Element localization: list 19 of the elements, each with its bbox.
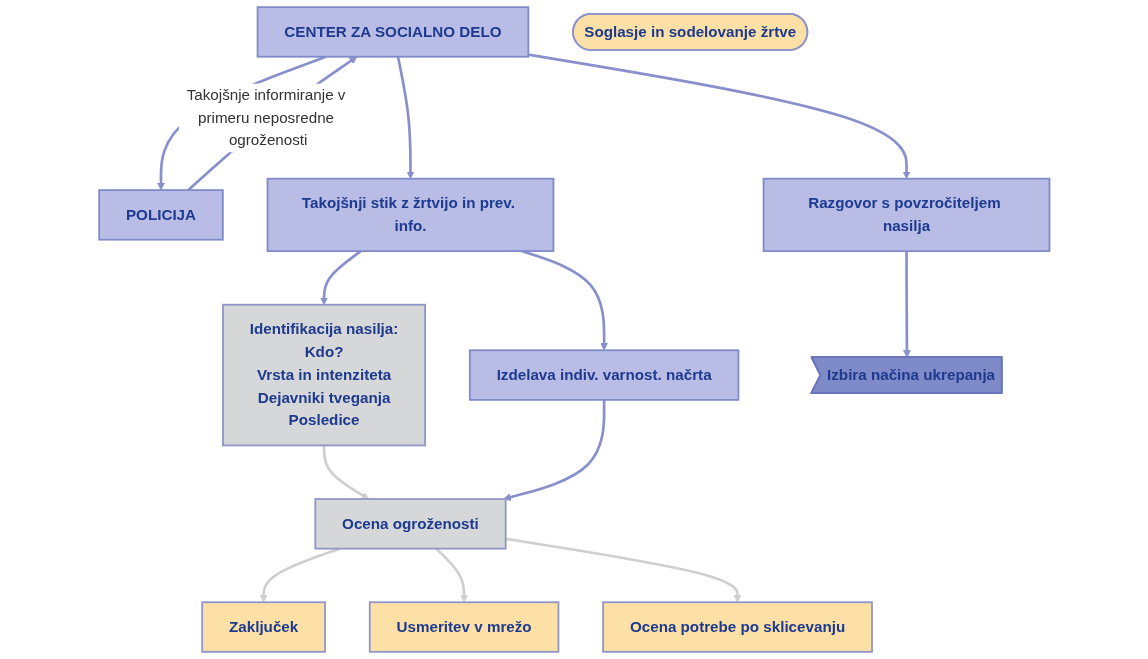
arrow bbox=[505, 537, 742, 603]
arrow bbox=[435, 547, 468, 603]
node-box: Identifikacija nasilja: Kdo? Vrsta in intenziteta Dejavniki tveganja Posledice bbox=[221, 303, 426, 447]
arrow bbox=[319, 250, 362, 306]
node-box: Usmeritev v mrežo bbox=[368, 601, 559, 653]
node-box: Ocena ogroženosti bbox=[314, 498, 507, 550]
arrow bbox=[259, 547, 341, 603]
node-box: POLICIJA bbox=[97, 189, 224, 241]
node-box: Izdelava indiv. varnost. načrta bbox=[468, 349, 739, 401]
node-box: Razgovor s povzročiteljem nasilja bbox=[762, 177, 1051, 252]
arrow bbox=[527, 53, 911, 180]
node-box: CENTER ZA SOCIALNO DELO bbox=[256, 6, 529, 58]
arrow bbox=[396, 56, 415, 180]
edge-label: Takojšnje informiranje v primeru neposredne ogroženosti bbox=[186, 86, 346, 149]
arrow bbox=[322, 445, 369, 500]
arrow bbox=[502, 399, 606, 501]
node-box: Zaključek bbox=[200, 601, 326, 653]
node-box: Takojšnji stik z žrtvijo in prev. info. bbox=[266, 177, 554, 252]
node-box: Ocena potrebe po sklicevanju bbox=[601, 601, 873, 653]
